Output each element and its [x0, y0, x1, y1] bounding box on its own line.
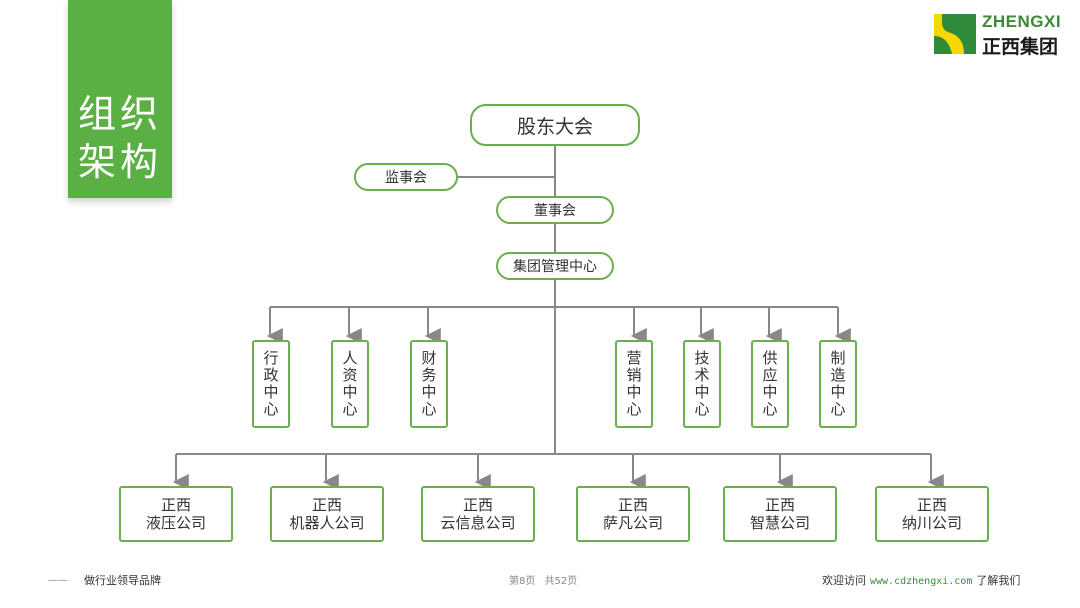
footer-slogan: 做行业领导品牌	[84, 574, 161, 587]
footer-dash: ——	[48, 575, 68, 586]
footer-page-info: 第8页 共52页	[506, 572, 580, 587]
node-center-hr: 人资中心	[331, 340, 369, 428]
center-label: 人资中心	[342, 349, 358, 418]
logo-english: ZHENGXI	[982, 12, 1062, 31]
slide-title-line1: 组织	[77, 92, 162, 136]
center-label: 供应中心	[762, 349, 778, 418]
company-label-line2: 纳川公司	[901, 514, 962, 532]
node-center-admin: 行政中心	[252, 340, 290, 428]
title-block: 组织 架构	[68, 0, 172, 198]
node-center-finance: 财务中心	[410, 340, 448, 428]
logo-chinese: 正西集团	[982, 36, 1059, 58]
company-label-line1: 正西	[311, 496, 342, 514]
node-center-manufacturing: 制造中心	[819, 340, 857, 428]
node-company-nachuan: 正西 纳川公司	[875, 486, 989, 542]
company-label-line1: 正西	[764, 496, 795, 514]
node-company-safan: 正西 萨凡公司	[576, 486, 690, 542]
logo-mark-green	[942, 14, 976, 54]
center-label: 营销中心	[626, 349, 642, 418]
node-center-supply: 供应中心	[751, 340, 789, 428]
node-company-cloud-info: 正西 云信息公司	[421, 486, 535, 542]
center-label: 制造中心	[830, 349, 846, 418]
footer-page-total: 共52页	[544, 576, 578, 587]
node-group-management-center: 集团管理中心	[496, 252, 614, 280]
footer-url-link[interactable]: www.cdzhengxi.com	[870, 576, 973, 587]
node-company-smart: 正西 智慧公司	[723, 486, 837, 542]
company-label-line1: 正西	[617, 496, 648, 514]
node-shareholders-meeting: 股东大会	[470, 104, 640, 146]
company-label-line2: 萨凡公司	[602, 514, 663, 532]
logo-mark-icon	[934, 14, 976, 54]
company-label-line1: 正西	[462, 496, 493, 514]
company-label-line2: 液压公司	[145, 514, 206, 532]
node-supervisory-board: 监事会	[354, 163, 458, 191]
company-label-line1: 正西	[916, 496, 947, 514]
node-company-hydraulics: 正西 液压公司	[119, 486, 233, 542]
company-label-line1: 正西	[160, 496, 191, 514]
node-center-technology: 技术中心	[683, 340, 721, 428]
center-label: 行政中心	[263, 349, 279, 418]
footer-visit-suffix: 了解我们	[976, 574, 1021, 587]
node-board-of-directors: 董事会	[496, 196, 614, 224]
center-label: 财务中心	[421, 349, 437, 418]
logo-mark-leaf	[934, 36, 952, 54]
node-company-robotics: 正西 机器人公司	[270, 486, 384, 542]
center-label: 技术中心	[694, 349, 710, 418]
company-label-line2: 云信息公司	[440, 514, 516, 532]
node-center-marketing: 营销中心	[615, 340, 653, 428]
slide-title-line2: 架构	[77, 140, 162, 184]
company-label-line2: 智慧公司	[749, 514, 810, 532]
footer-page-number: 第8页	[509, 576, 536, 587]
footer-visit-prefix: 欢迎访问	[822, 574, 866, 587]
company-logo: ZHENGXI 正西集团	[934, 12, 1066, 58]
company-label-line2: 机器人公司	[289, 514, 365, 532]
